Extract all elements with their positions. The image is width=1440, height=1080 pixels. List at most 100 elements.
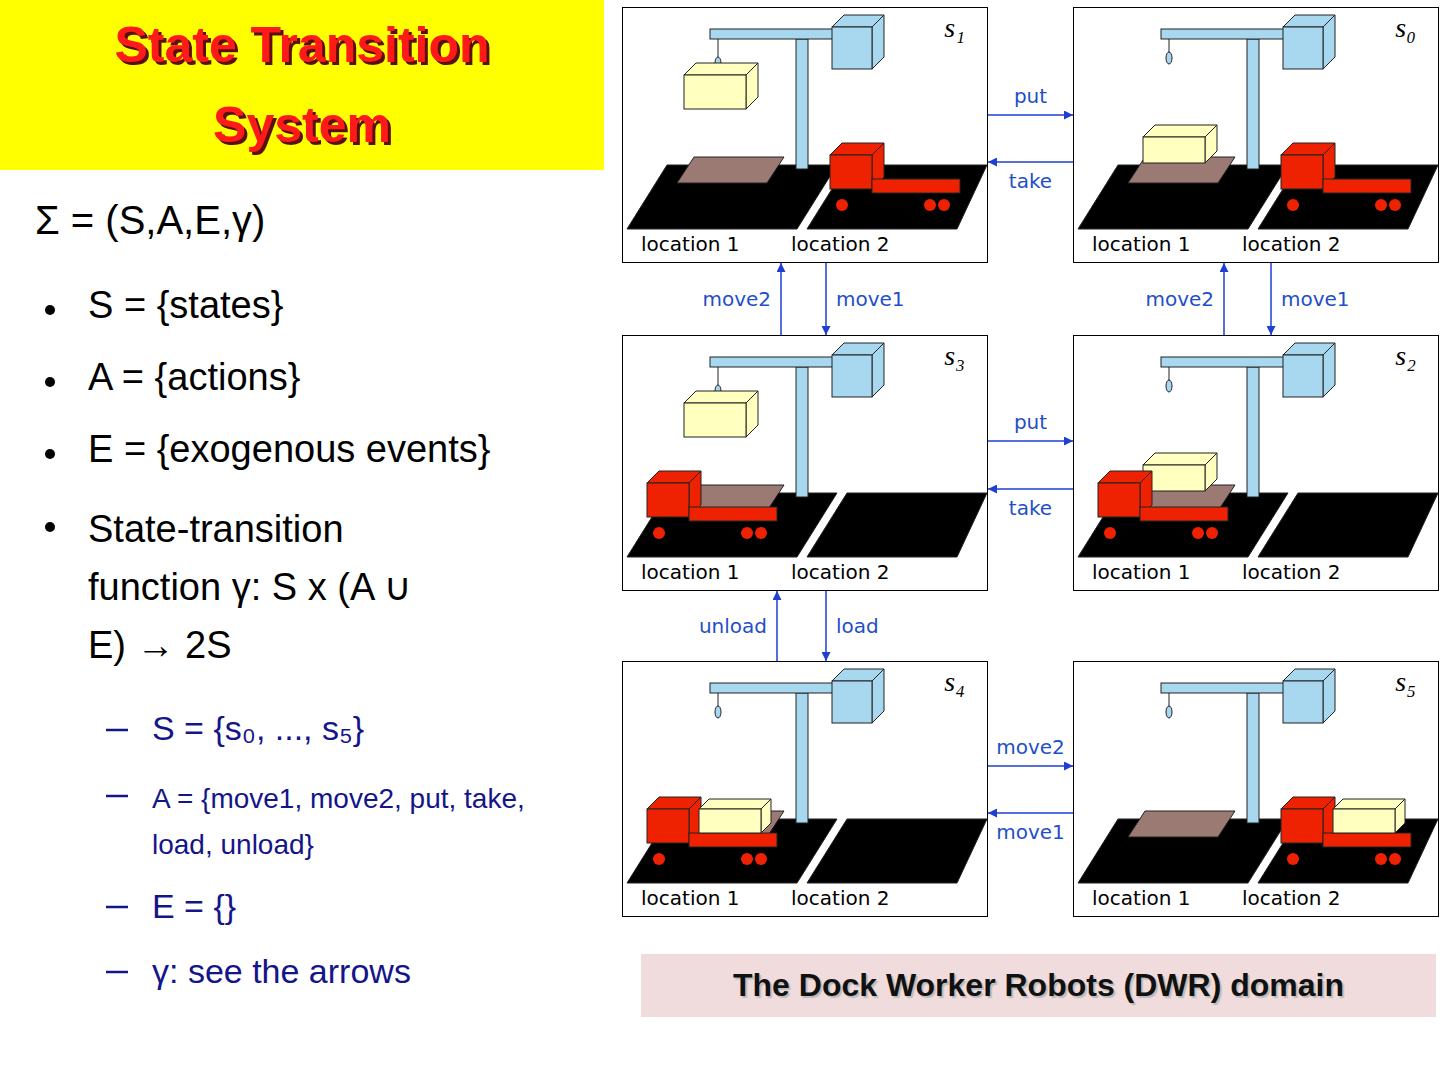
state-box: s₅ location 1 location 2: [1073, 661, 1439, 917]
container: [1143, 125, 1217, 163]
crane-cab: [832, 15, 884, 69]
state-name: s₂: [1395, 340, 1416, 372]
crane-cable: [718, 367, 719, 385]
truck-wheel: [1104, 527, 1116, 539]
truck-bed: [1323, 179, 1411, 193]
location-label: location 1: [1092, 886, 1190, 910]
robot-truck: [647, 471, 777, 539]
title: State Transition System: [22, 5, 582, 165]
crane: [1161, 669, 1335, 823]
transition-arrow: [776, 591, 778, 661]
truck-bed: [689, 833, 777, 847]
transition-arrow: [825, 591, 827, 661]
body-text: Σ = (S,A,E,γ): [35, 196, 265, 244]
location-label: location 2: [1242, 886, 1340, 910]
truck-bed: [1140, 507, 1228, 521]
transition-arrow: [1270, 263, 1272, 335]
state-name: s₅: [1395, 666, 1416, 698]
state-box: s₀location 1location 2: [1073, 7, 1439, 263]
action-label: put: [1012, 84, 1049, 108]
truck-bed: [1323, 833, 1411, 847]
crane-mast: [1247, 39, 1259, 169]
dwr-scene: [1078, 669, 1438, 883]
truck-wheel: [1375, 853, 1387, 865]
container: [684, 391, 758, 437]
state-box: s₁location 1location 2: [622, 7, 988, 263]
crane-cab: [1283, 15, 1335, 69]
state-name: s₄: [944, 666, 965, 698]
action-label: unload: [697, 614, 769, 638]
dwr-scene: [627, 15, 987, 229]
crane-mast: [796, 693, 808, 823]
location-label: location 2: [1242, 560, 1340, 584]
ground-location-2: [807, 819, 987, 883]
crane-cable: [718, 693, 719, 706]
body-text: A = {actions}: [88, 355, 300, 401]
crane-cab: [832, 669, 884, 723]
sub-bullet-dash: [106, 729, 128, 732]
crane-boom: [1161, 683, 1285, 693]
truck-wheel: [755, 853, 767, 865]
action-label: move1: [1279, 287, 1352, 311]
dwr-scene: [627, 343, 987, 557]
truck-wheel: [924, 199, 936, 211]
transition-arrow: [988, 114, 1073, 116]
location-label: location 1: [1092, 560, 1190, 584]
sub-bullet-dash: [106, 971, 128, 974]
action-label: take: [1007, 169, 1054, 193]
crane: [710, 669, 884, 823]
crane-hook: [1166, 380, 1172, 392]
crane: [1161, 343, 1335, 497]
crane-cab: [1283, 669, 1335, 723]
truck-wheel: [938, 199, 950, 211]
location-label: location 1: [641, 560, 739, 584]
transition-arrow: [825, 263, 827, 335]
transition-arrow: [1223, 263, 1225, 335]
state-name: s₀: [1395, 12, 1416, 44]
state-name: s₁: [944, 12, 965, 44]
ground-location-2: [1258, 493, 1438, 557]
body-text: S = {s₀, ..., s₅}: [152, 708, 364, 749]
crane-cable: [1169, 39, 1170, 52]
truck-wheel: [1287, 199, 1299, 211]
crane-boom: [710, 357, 834, 367]
action-label: take: [1007, 496, 1054, 520]
caption-band: The Dock Worker Robots (DWR) domain: [641, 954, 1436, 1017]
bullet-dot: [45, 522, 55, 532]
robot-truck: [1281, 143, 1411, 211]
truck-wheel: [1206, 527, 1218, 539]
robot-truck: [647, 797, 777, 865]
robot-truck: [1098, 471, 1228, 539]
caption: The Dock Worker Robots (DWR) domain: [733, 967, 1344, 1004]
crane-boom: [1161, 29, 1285, 39]
crane-mast: [796, 39, 808, 169]
crane-cab: [1283, 343, 1335, 397]
bullet-dot: [45, 449, 55, 459]
body-text: E = {exogenous events}: [88, 427, 491, 473]
title-band: State Transition System: [0, 0, 604, 170]
crane-cab: [832, 343, 884, 397]
action-label: move1: [994, 820, 1067, 844]
truck-bed: [689, 507, 777, 521]
crane-hook: [1166, 52, 1172, 64]
truck-wheel: [1389, 853, 1401, 865]
action-label: put: [1012, 410, 1049, 434]
crane-cable: [1169, 367, 1170, 380]
truck-bed: [872, 179, 960, 193]
pile: [1128, 811, 1235, 837]
action-label: load: [834, 614, 881, 638]
truck-wheel: [653, 527, 665, 539]
truck-wheel: [1287, 853, 1299, 865]
transition-arrow: [780, 263, 782, 335]
location-label: location 2: [791, 232, 889, 256]
crane-cable: [718, 39, 719, 57]
bullet-dot: [45, 377, 55, 387]
action-label: move2: [700, 287, 773, 311]
transition-arrow: [988, 440, 1073, 442]
pile: [677, 157, 784, 183]
body-text: State-transition function γ: S x (A ∪ E)…: [88, 500, 428, 674]
crane-cable: [1169, 693, 1170, 706]
transition-arrow: [988, 765, 1073, 767]
crane-boom: [710, 29, 834, 39]
